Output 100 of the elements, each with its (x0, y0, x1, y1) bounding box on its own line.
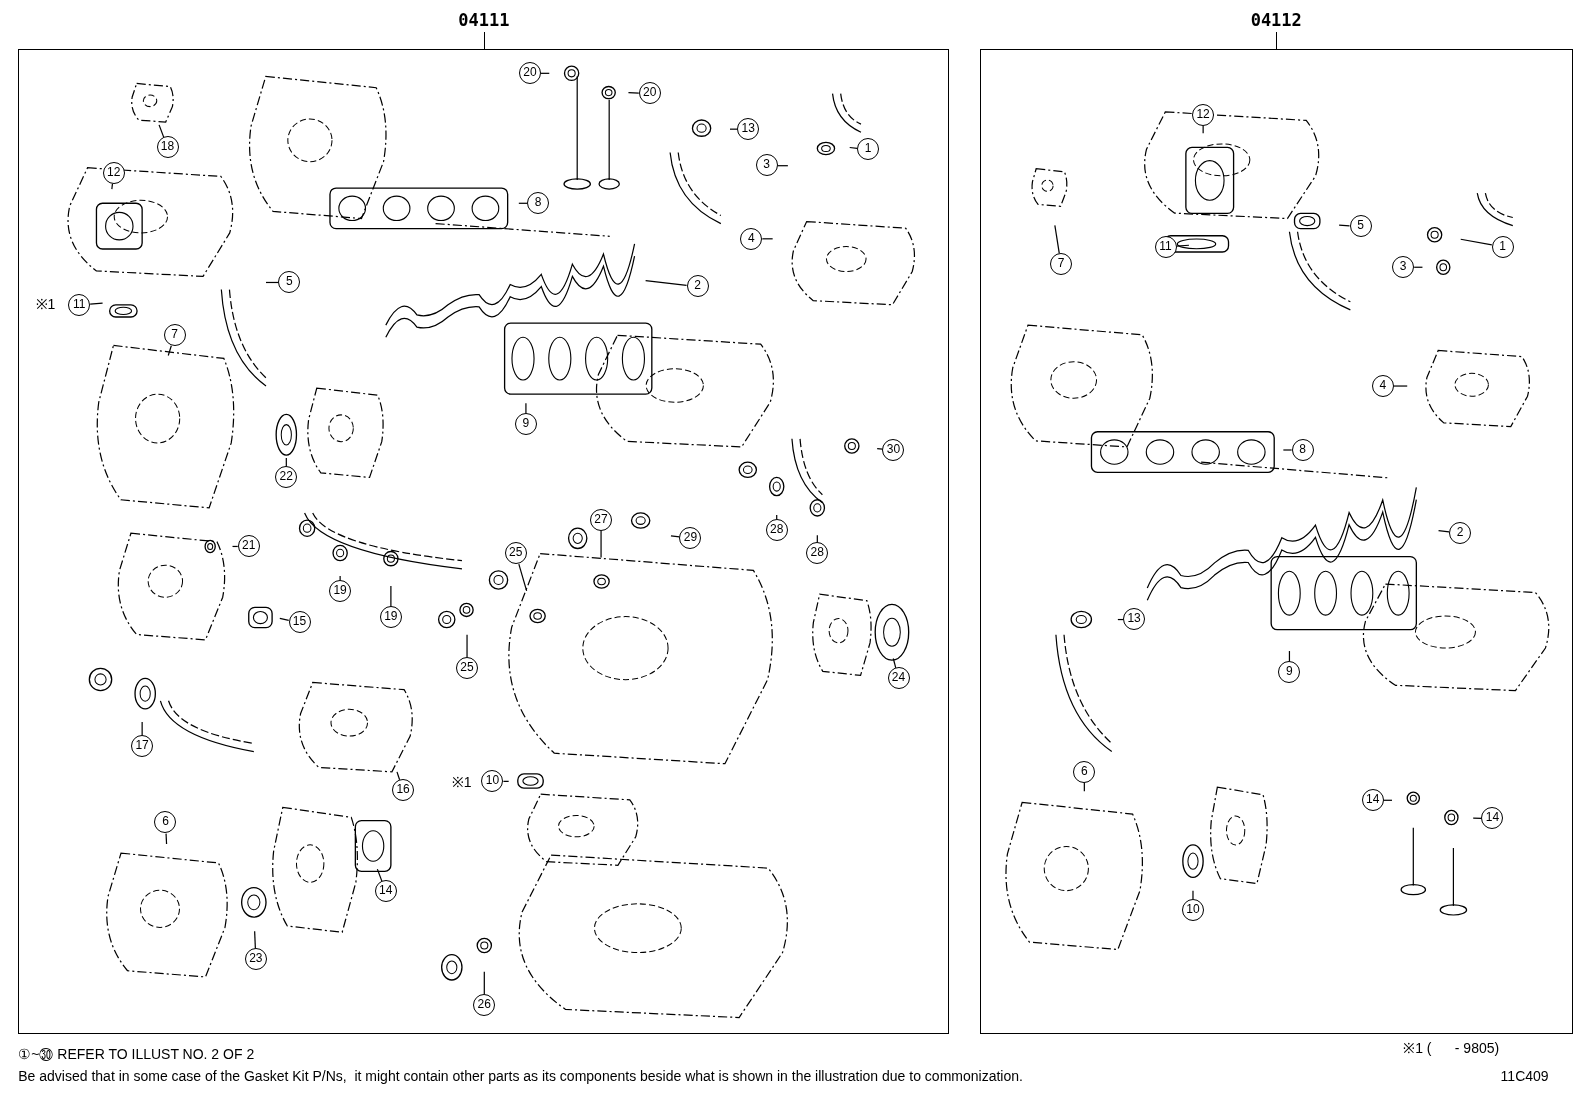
callout-number: 22 (275, 466, 298, 489)
callout-number: 27 (590, 508, 613, 531)
callout-number: 24 (887, 667, 910, 690)
leader-line (1437, 529, 1450, 533)
callout-number: 2 (1449, 522, 1471, 544)
part-number-heading: 04112 (1250, 10, 1302, 31)
note-text: ①~㉚ REFER TO ILLUST NO. 2 OF 2 (18, 1045, 255, 1062)
callout-number: 26 (473, 994, 496, 1017)
leader-line (466, 634, 468, 658)
leader-line (254, 930, 256, 950)
leader-line (141, 721, 143, 737)
callout-number: 13 (737, 117, 760, 140)
callout-number: 20 (518, 62, 541, 85)
leader-line (849, 146, 858, 149)
callout-number: 25 (504, 542, 527, 565)
callout-number: 9 (1278, 661, 1301, 684)
leader-line (231, 545, 239, 548)
callout-number: 19 (379, 606, 402, 629)
leader-line (1282, 449, 1293, 451)
drawing-number: 11C409 (1500, 1068, 1549, 1085)
callout-number: 7 (163, 324, 186, 347)
leader-line (158, 124, 165, 138)
leader-line (265, 281, 279, 284)
leader-line (502, 780, 510, 783)
leader-line (165, 833, 168, 845)
leader-line (483, 971, 485, 995)
leader-line (627, 91, 640, 94)
callout-number: 2 (686, 275, 709, 298)
callout-number: 6 (1073, 760, 1096, 783)
callout-number: 3 (755, 154, 778, 177)
callout-number: 5 (1349, 215, 1372, 238)
leader-line (670, 535, 681, 538)
callout-number: 10 (481, 769, 504, 792)
callout-number: 15 (288, 611, 311, 634)
callout-number: 28 (806, 542, 829, 565)
callout-number: 19 (329, 579, 352, 602)
callout-number: 16 (392, 778, 415, 801)
callout-number: 14 (1361, 789, 1384, 812)
callout-number: 1 (1491, 235, 1514, 258)
callout-number: 17 (131, 735, 154, 758)
leader-line (1175, 244, 1190, 247)
leader-line (285, 457, 287, 468)
callout-number: 4 (740, 227, 763, 250)
callout-number: 8 (527, 192, 550, 215)
callout-number: 11 (1154, 235, 1177, 258)
leader-line (339, 575, 341, 581)
callout-number: 18 (156, 136, 179, 159)
leader-line (776, 514, 778, 520)
leader-line (1288, 650, 1291, 662)
leader-line (816, 534, 818, 544)
note-text: Be advised that in some case of the Gasket Kit P/Ns, it might contain other parts as its components beside what is shown in the illustration due to commonization. (18, 1068, 1023, 1085)
leader-line (390, 585, 392, 608)
callout-number: 8 (1291, 438, 1314, 461)
applicability-note: ※1 ( - 9805) (1403, 1038, 1500, 1057)
callout-number: 25 (456, 657, 478, 680)
callout-number: 13 (1123, 608, 1146, 631)
leader-line (876, 448, 884, 450)
callout-number: 3 (1392, 256, 1415, 278)
leader-line (518, 202, 528, 204)
leader-line (1192, 890, 1194, 900)
leader-line (167, 345, 172, 357)
leader-line (1338, 224, 1351, 227)
callout-number: 20 (638, 82, 661, 105)
leader-line (892, 657, 897, 669)
callout-number: 21 (237, 535, 260, 558)
leader-line (729, 128, 738, 130)
leader-line (1054, 224, 1060, 254)
leader-line (1460, 238, 1493, 246)
callout-number: 30 (882, 438, 905, 461)
leader-line (396, 771, 401, 781)
leader-line (525, 402, 527, 415)
callout-number: 9 (514, 413, 537, 436)
footnote-mark: ※1 (451, 772, 472, 791)
leader-line (89, 302, 104, 305)
callout-number: 10 (1181, 898, 1204, 921)
callout-number: 5 (278, 271, 301, 294)
part-number-heading: 04111 (458, 10, 510, 31)
callout-number: 7 (1050, 252, 1072, 275)
callout-number: 28 (765, 518, 788, 541)
leader-line (111, 183, 114, 190)
leader-line (761, 238, 774, 240)
leader-line (1393, 385, 1408, 387)
leader-line (279, 617, 290, 621)
callout-number: 6 (154, 811, 177, 834)
callout-number: 12 (102, 161, 125, 184)
callout-number: 11 (68, 293, 91, 316)
leader-line (518, 563, 528, 592)
footnote-mark: ※1 (35, 295, 56, 314)
leader-line (376, 868, 383, 882)
callout-number: 14 (1481, 807, 1504, 830)
callout-number: 14 (374, 880, 397, 903)
callout-number: 29 (679, 527, 702, 550)
callout-number: 23 (244, 948, 267, 971)
leader-line (1472, 817, 1483, 819)
leader-line (1202, 125, 1204, 134)
callout-number: 1 (857, 138, 880, 161)
leader-line (600, 530, 602, 559)
callout-number: 4 (1371, 374, 1394, 397)
leader-line (645, 280, 688, 286)
callout-number: 12 (1192, 103, 1215, 126)
